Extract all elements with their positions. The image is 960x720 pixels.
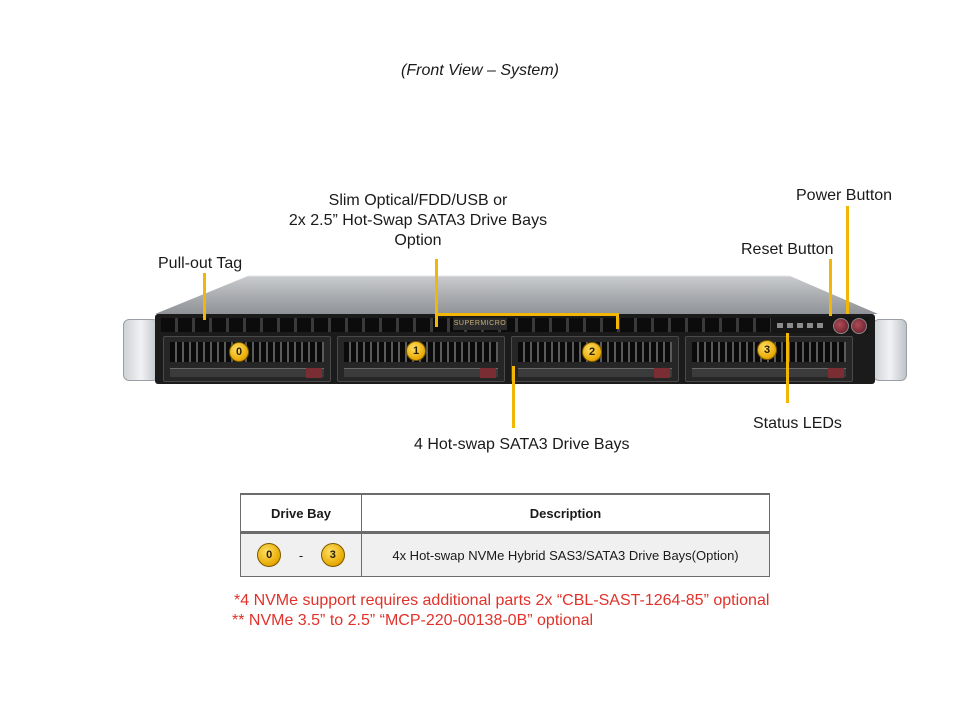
drive-bay-release-tab[interactable] bbox=[306, 368, 322, 378]
drive-bay-latch bbox=[170, 368, 324, 377]
reset-button-label: Reset Button bbox=[741, 241, 834, 258]
front-vent-row bbox=[161, 318, 867, 332]
table-header-row: Drive Bay Description bbox=[240, 494, 770, 534]
power-button[interactable] bbox=[851, 318, 867, 334]
power-button-leader bbox=[846, 206, 849, 314]
status-led-icon bbox=[807, 323, 813, 328]
drive-bay-release-tab[interactable] bbox=[480, 368, 496, 378]
status-led-icon bbox=[777, 323, 783, 328]
table-row: 0 - 3 4x Hot-swap NVMe Hybrid SAS3/SATA3… bbox=[240, 532, 770, 577]
status-leds-leader bbox=[786, 333, 789, 403]
drive-bays-leader bbox=[512, 366, 515, 428]
left-rack-ear bbox=[123, 319, 159, 381]
bay-1-badge: 1 bbox=[406, 341, 426, 361]
brand-logo: SUPERMICRO bbox=[453, 318, 507, 330]
drive-bay-release-tab[interactable] bbox=[828, 368, 844, 378]
status-led-icon bbox=[787, 323, 793, 328]
bay-to-badge: 3 bbox=[320, 543, 345, 567]
description-cell: 4x Hot-swap NVMe Hybrid SAS3/SATA3 Drive… bbox=[361, 532, 770, 577]
drive-bay-range-cell: 0 - 3 bbox=[240, 532, 362, 577]
optical-leader-right-drop bbox=[616, 313, 619, 329]
optical-bay-label-line1: Slim Optical/FDD/USB or bbox=[328, 192, 508, 209]
pull-out-tag-label: Pull-out Tag bbox=[158, 255, 243, 272]
drive-bay-latch bbox=[518, 368, 672, 377]
right-rack-ear bbox=[873, 319, 907, 381]
power-button-label: Power Button bbox=[796, 187, 893, 204]
optical-bay-label-line2: 2x 2.5” Hot-Swap SATA3 Drive Bays bbox=[288, 212, 548, 229]
table-header-description: Description bbox=[361, 494, 770, 534]
bay-2-badge: 2 bbox=[582, 342, 602, 362]
optical-leader-horizontal bbox=[435, 313, 619, 316]
pull-out-tag-leader bbox=[203, 273, 206, 320]
bay-0-badge: 0 bbox=[229, 342, 249, 362]
drive-bay-table: Drive Bay Description 0 - 3 4x Hot-swap … bbox=[240, 493, 770, 577]
status-led-icon bbox=[797, 323, 803, 328]
range-separator: - bbox=[298, 547, 304, 563]
drive-bay-0[interactable] bbox=[163, 336, 331, 382]
drive-bays-label: 4 Hot-swap SATA3 Drive Bays bbox=[414, 436, 630, 453]
drive-bay-latch bbox=[692, 368, 846, 377]
status-leds-label: Status LEDs bbox=[753, 415, 842, 432]
table-header-drive-bay: Drive Bay bbox=[240, 494, 362, 534]
drive-bay-latch bbox=[344, 368, 498, 377]
optical-bay-label-line3: Option bbox=[394, 232, 442, 249]
optical-leader-vertical bbox=[435, 259, 438, 327]
reset-button-leader bbox=[829, 259, 832, 316]
optical-bay-label: Slim Optical/FDD/USB or 2x 2.5” Hot-Swap… bbox=[268, 191, 568, 251]
bay-from-badge: 0 bbox=[257, 543, 282, 567]
figure-caption: (Front View – System) bbox=[401, 62, 559, 79]
bay-3-badge: 3 bbox=[757, 340, 777, 360]
drive-bay-3[interactable] bbox=[685, 336, 853, 382]
reset-button[interactable] bbox=[833, 318, 849, 334]
nvme-note-2: ** NVMe 3.5” to 2.5” “MCP-220-00138-0B” … bbox=[232, 612, 594, 629]
nvme-note-1: *4 NVMe support requires additional part… bbox=[234, 592, 770, 609]
status-led-icon bbox=[817, 323, 823, 328]
control-panel bbox=[771, 317, 869, 334]
drive-bay-release-tab[interactable] bbox=[654, 368, 670, 378]
